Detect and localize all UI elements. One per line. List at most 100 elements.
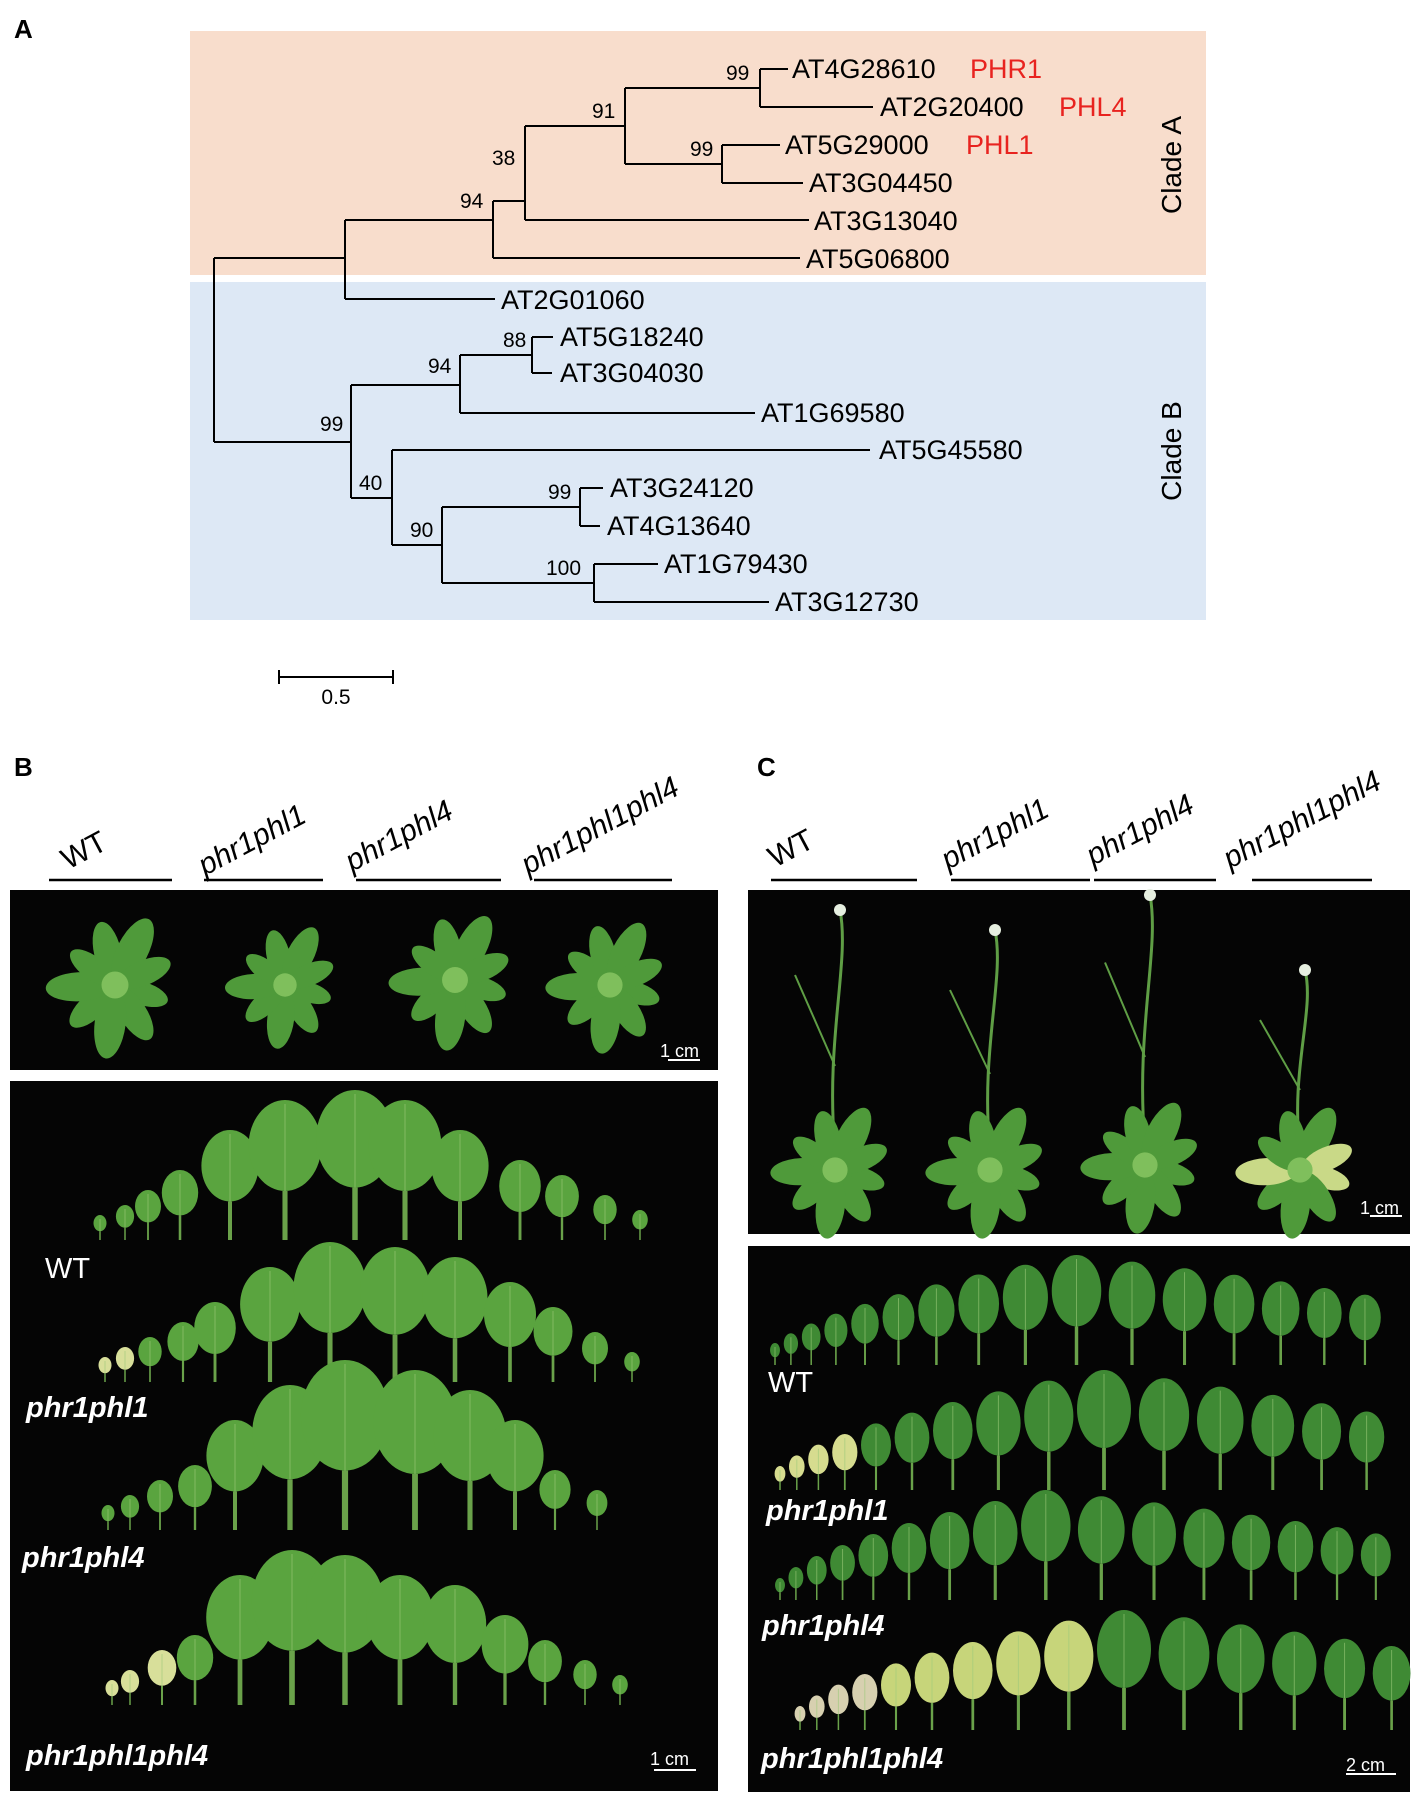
genotype-header: phr1phl1 <box>935 792 1054 876</box>
panel-b-top-scale-bar: 1 cm <box>660 1041 700 1061</box>
tip-label: AT4G13640 <box>607 511 751 541</box>
bootstrap-value: 90 <box>410 519 433 542</box>
leaf <box>852 1674 878 1730</box>
leaf <box>801 1323 821 1365</box>
leaf <box>147 1480 173 1530</box>
flowering-plant <box>1235 964 1352 1239</box>
panel-b-label: B <box>14 752 33 782</box>
leaf <box>206 1420 264 1530</box>
tip-label: AT2G20400 <box>880 92 1024 122</box>
leaf <box>120 1495 140 1530</box>
leaf <box>624 1352 640 1382</box>
leaf <box>167 1322 199 1382</box>
leaf <box>929 1512 970 1600</box>
rosette <box>388 916 509 1051</box>
leaf <box>499 1160 541 1240</box>
bootstrap-values: 99 91 99 38 94 88 94 99 40 99 90 100 <box>320 62 749 580</box>
leaf <box>1051 1255 1102 1365</box>
panel-c-genotype-headers: WT phr1phl1 phr1phl4 phr1phl1phl4 <box>763 765 1387 882</box>
leaf <box>976 1391 1021 1490</box>
rosette <box>925 1107 1042 1239</box>
tree-scale-bar <box>278 670 394 684</box>
genotype-header: phr1phl1phl4 <box>515 771 685 882</box>
rosette <box>45 918 171 1059</box>
leaf <box>120 1670 140 1705</box>
genotype-header: phr1phl1phl4 <box>1217 765 1387 876</box>
tip-label: AT5G29000 <box>785 130 929 160</box>
panel-b-genotype-headers: WT phr1phl1 phr1phl4 phr1phl1phl4 <box>49 771 684 883</box>
flowering-plant <box>925 924 1042 1239</box>
leaf <box>147 1650 177 1705</box>
leaf <box>830 1545 855 1600</box>
leaf <box>1183 1508 1225 1600</box>
leaf <box>481 1615 529 1705</box>
leaf <box>632 1210 648 1240</box>
leaf <box>1132 1502 1176 1600</box>
row-label: phr1phl1phl4 <box>25 1740 208 1772</box>
genotype-header: WT <box>763 823 820 874</box>
leaf <box>1024 1380 1074 1490</box>
row-label: WT <box>45 1253 90 1285</box>
leaf <box>933 1402 973 1490</box>
leaf <box>573 1660 597 1705</box>
tip-label: AT5G06800 <box>806 244 950 274</box>
leaf <box>806 1556 827 1600</box>
leaf <box>1251 1394 1295 1490</box>
leaf <box>422 1257 488 1382</box>
leaf-series <box>93 1090 648 1705</box>
leaf <box>1272 1631 1317 1730</box>
clade-a-label: Clade A <box>1156 116 1187 214</box>
leaf <box>1306 1288 1342 1365</box>
leaf <box>1002 1264 1048 1365</box>
bootstrap-value: 99 <box>726 62 749 85</box>
leaf <box>366 1575 434 1705</box>
leaf <box>770 1343 780 1365</box>
leaf <box>138 1337 162 1382</box>
scale-label: 1 cm <box>660 1041 699 1061</box>
leaf <box>1213 1274 1255 1365</box>
leaf <box>98 1357 112 1382</box>
bootstrap-value: 99 <box>320 413 343 436</box>
leaf <box>1261 1281 1300 1365</box>
leaf <box>93 1215 107 1240</box>
tree-scale-label: 0.5 <box>321 686 350 709</box>
leaf <box>774 1466 786 1490</box>
leaf <box>794 1706 806 1730</box>
panel-c-label: C <box>757 752 776 782</box>
leaf <box>996 1631 1041 1730</box>
leaf <box>1108 1261 1156 1365</box>
leaf <box>1348 1411 1385 1490</box>
leaf <box>1077 1370 1131 1490</box>
leaf <box>958 1274 1000 1365</box>
rosette-plants <box>45 916 662 1059</box>
tip-label: AT3G24120 <box>610 473 754 503</box>
leaf <box>1021 1490 1071 1600</box>
tip-highlight-label: PHL4 <box>1059 92 1127 122</box>
tip-label: AT2G01060 <box>501 285 645 315</box>
bootstrap-value: 99 <box>690 138 713 161</box>
leaf <box>1044 1620 1094 1730</box>
bootstrap-value: 94 <box>428 355 452 378</box>
flowering-plant <box>1080 889 1197 1234</box>
leaf <box>824 1313 848 1365</box>
scale-label: 2 cm <box>1346 1755 1385 1775</box>
leaf <box>161 1170 199 1240</box>
leaf <box>1158 1617 1210 1730</box>
tip-label: AT3G04030 <box>560 358 704 388</box>
row-label: WT <box>768 1367 813 1399</box>
leaf <box>135 1190 161 1240</box>
bootstrap-value: 99 <box>548 481 571 504</box>
leaf <box>953 1642 993 1730</box>
leaf <box>1320 1527 1354 1600</box>
leaf <box>918 1284 955 1365</box>
tip-label: AT3G13040 <box>814 206 958 236</box>
leaf <box>1217 1624 1265 1730</box>
panel-b-bottom-scale-bar: 1 cm <box>650 1749 696 1771</box>
leaf <box>858 1534 889 1600</box>
leaf <box>612 1675 628 1705</box>
leaf <box>484 1282 536 1382</box>
leaf <box>431 1130 489 1240</box>
leaf <box>808 1444 829 1490</box>
rosette <box>1235 1107 1352 1239</box>
tip-label: AT4G28610 <box>792 54 936 84</box>
